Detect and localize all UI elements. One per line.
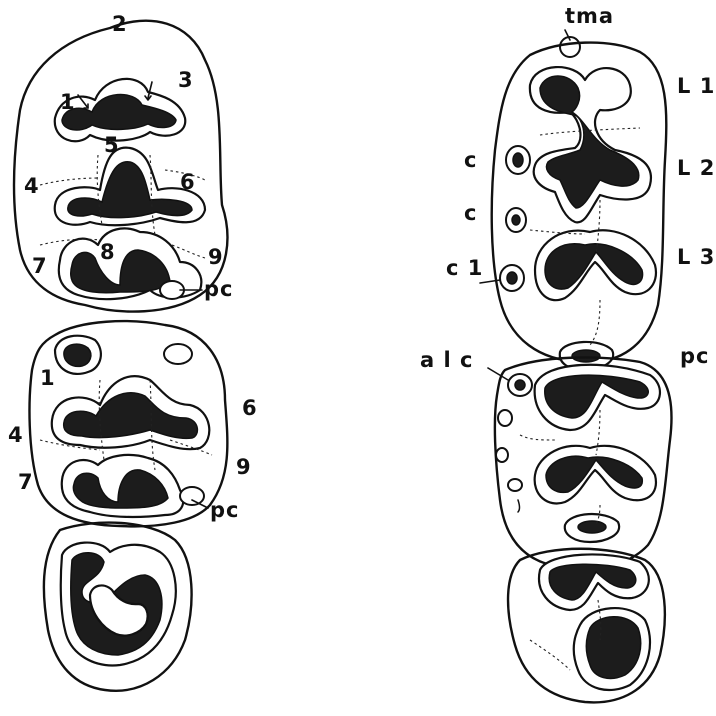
label-left-9: 9 — [208, 247, 224, 268]
left-tooth-row — [14, 21, 228, 691]
label-left-1-lower: 1 — [40, 368, 56, 389]
label-right-L1: L 1 — [677, 76, 715, 97]
label-left-4-lower: 4 — [8, 425, 24, 446]
right-tooth-row — [492, 37, 672, 702]
label-left-4: 4 — [24, 176, 40, 197]
label-right-tma: tma — [565, 6, 614, 27]
left-molar-1-fold-3 — [40, 178, 100, 185]
label-left-3: 3 — [178, 70, 194, 91]
right-molar-2-circle-c — [508, 479, 522, 491]
label-right-c-mid: c — [464, 203, 477, 224]
label-left-5: 5 — [104, 135, 120, 156]
right-molar-1-fold-4 — [590, 300, 600, 345]
right-molar-1-pc-dentine — [572, 350, 600, 362]
label-right-pc: pc — [680, 346, 709, 367]
label-left-8: 8 — [100, 242, 116, 263]
right-molar-2-fold-3 — [520, 435, 555, 440]
label-left-1: 1 — [60, 92, 76, 113]
label-right-c-upper: c — [464, 150, 477, 171]
right-molar-2-circle-b — [496, 448, 508, 462]
right-c-upper-dentine — [513, 153, 523, 167]
right-molar-2-pc-dentine — [578, 521, 606, 533]
right-c-mid-dentine — [512, 215, 520, 225]
left-molar-2-dentine-a — [64, 344, 91, 366]
label-right-c1: c 1 — [446, 258, 483, 279]
label-left-pc-upper: pc — [204, 279, 233, 300]
right-c1-dentine — [507, 272, 517, 284]
label-left-7: 7 — [32, 256, 48, 277]
label-left-2: 2 — [112, 14, 128, 35]
label-left-6-lower: 6 — [242, 398, 258, 419]
label-right-L2: L 2 — [677, 158, 715, 179]
right-molar-2-circle-a — [498, 410, 512, 426]
label-left-6: 6 — [180, 172, 196, 193]
label-left-7-lower: 7 — [18, 472, 34, 493]
label-left-pc-lower: pc — [210, 500, 239, 521]
left-pc-lower-circle — [180, 487, 204, 505]
label-right-alc: a l c — [420, 350, 473, 371]
right-molar-2-dash-mark — [518, 500, 520, 512]
right-alc-dentine — [515, 380, 525, 390]
right-molar-3-fold-b — [530, 640, 570, 670]
left-molar-2-small-circle — [164, 344, 192, 364]
label-right-L3: L 3 — [677, 247, 715, 268]
right-molar-3-dentine-b — [586, 617, 640, 679]
label-left-9-lower: 9 — [236, 457, 252, 478]
